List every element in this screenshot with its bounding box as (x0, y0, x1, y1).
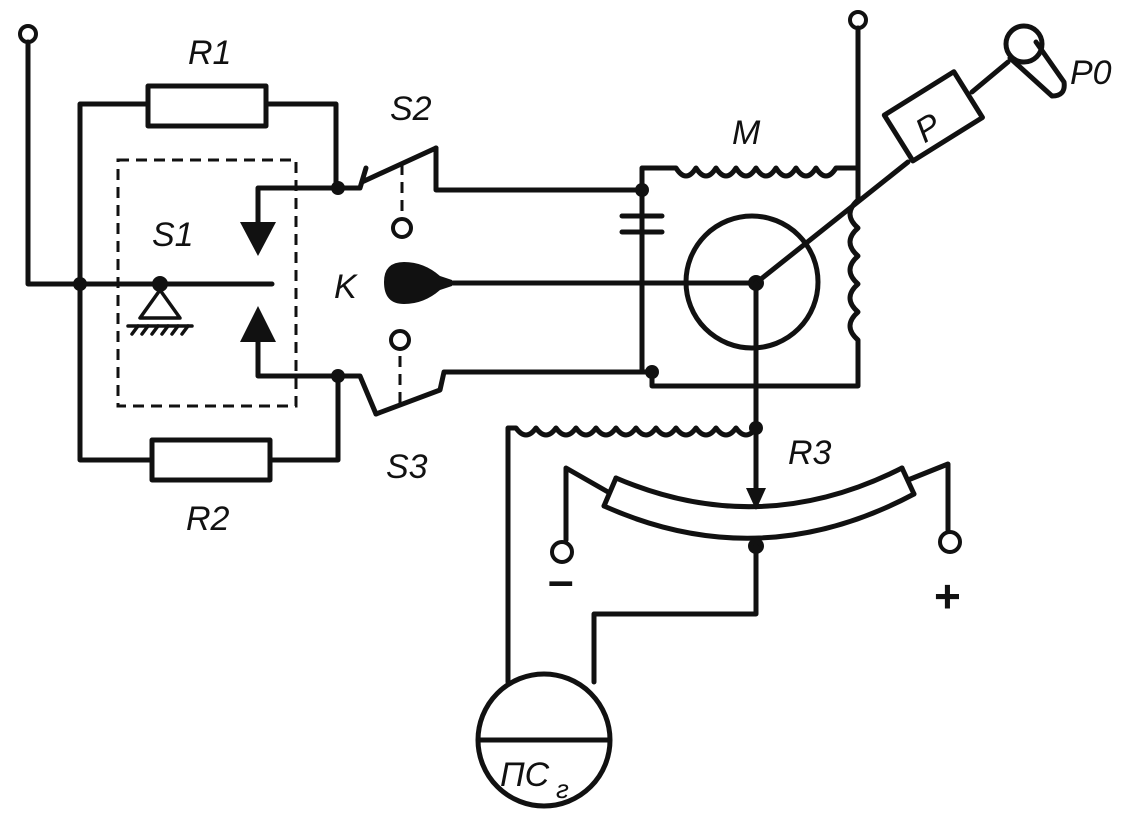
s1-lower-contact-icon (240, 306, 276, 342)
s1-contacts (240, 185, 341, 379)
r2-resistor (149, 437, 273, 483)
label-s1: S1 (152, 216, 194, 254)
s2-contact-terminal (391, 217, 413, 239)
label-s3: S3 (386, 448, 428, 486)
label-r2: R2 (186, 500, 230, 538)
s3-contact-terminal (389, 329, 411, 351)
s1-enclosure (116, 158, 298, 408)
plus-terminal (938, 530, 962, 554)
r3-resistor (550, 461, 962, 564)
k-cam-shape (384, 262, 452, 304)
s1-pivot (152, 276, 168, 292)
k-cam (384, 262, 759, 304)
label-ps-sub: г (556, 774, 569, 804)
ps-winding (505, 425, 759, 685)
ps-device (475, 543, 759, 809)
s1-input-wire (18, 24, 275, 292)
label-ps-main: ПС (500, 756, 550, 794)
motor-m (619, 10, 868, 389)
p0-head (1003, 23, 1045, 65)
r3-wiper-arrow (746, 488, 766, 510)
label-plus: + (934, 570, 961, 622)
r1-branch (77, 83, 345, 287)
label-r1: R1 (188, 34, 231, 72)
m-rotor (683, 213, 821, 351)
p-block (753, 59, 1011, 286)
pivot-ground-symbol (126, 288, 194, 336)
minus-terminal (550, 540, 574, 564)
s2-switch (335, 145, 645, 239)
p-box (881, 69, 985, 164)
m-right-winding (639, 165, 861, 389)
label-p0: P0 (1070, 54, 1112, 92)
s1-upper-contact-icon (240, 222, 276, 256)
p0-element (1003, 23, 1067, 99)
label-s2: S2 (390, 90, 432, 128)
r3-wiper (746, 280, 766, 510)
label-k: K (334, 268, 358, 306)
label-m: M (732, 114, 761, 152)
m-top-winding (639, 165, 861, 193)
r1-resistor (145, 83, 269, 129)
label-minus: – (548, 554, 574, 606)
s3-switch (335, 329, 645, 417)
label-r3: R3 (788, 434, 832, 472)
r2-branch (77, 281, 345, 483)
